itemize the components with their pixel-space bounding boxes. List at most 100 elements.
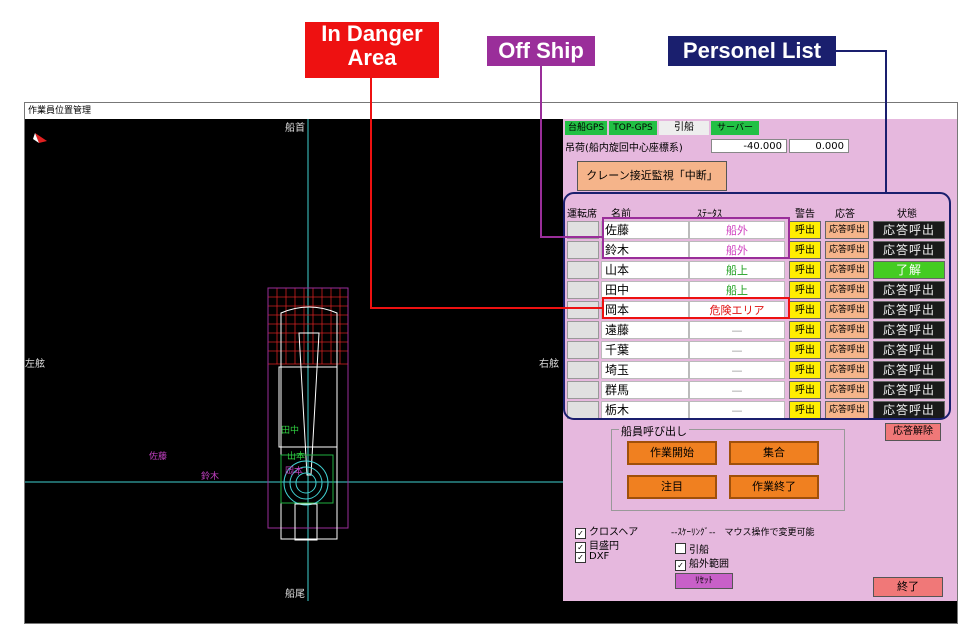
checkbox-checked-icon: ✓ (575, 552, 586, 563)
offship-highlight (602, 217, 790, 259)
attention-button[interactable]: 注目 (627, 475, 717, 499)
response-call-button[interactable]: 応答呼出 (825, 221, 869, 239)
state-indicator: 応答呼出 (873, 361, 945, 379)
call-button[interactable]: 呼出 (789, 321, 821, 339)
response-call-button[interactable]: 応答呼出 (825, 301, 869, 319)
personnel-list: 運転席 名前 ｽﾃｰﾀｽ 警告 応答 状態 佐藤船外呼出応答呼出応答呼出鈴木船外… (563, 195, 955, 421)
table-row: 埼玉—呼出応答呼出応答呼出 (567, 361, 951, 379)
work-start-button[interactable]: 作業開始 (627, 441, 717, 465)
list-header: 運転席 名前 ｽﾃｰﾀｽ 警告 応答 状態 (567, 205, 951, 220)
call-button[interactable]: 呼出 (789, 341, 821, 359)
bow-label: 船首 (285, 123, 305, 134)
window-title: 作業員位置管理 (25, 103, 957, 119)
table-row: 群馬—呼出応答呼出応答呼出 (567, 381, 951, 399)
seat-button[interactable] (567, 261, 599, 279)
call-button[interactable]: 呼出 (789, 381, 821, 399)
assemble-button[interactable]: 集合 (729, 441, 819, 465)
reset-button[interactable]: ﾘｾｯﾄ (675, 573, 733, 589)
response-call-button[interactable]: 応答呼出 (825, 241, 869, 259)
person-name: 鈴木 (601, 241, 689, 259)
dxf-checkbox[interactable]: ✓DXF (575, 551, 609, 563)
release-response-button[interactable]: 応答解除 (885, 423, 941, 441)
work-end-button[interactable]: 作業終了 (729, 475, 819, 499)
coord-x-field[interactable]: -40.000 (711, 139, 787, 153)
call-button[interactable]: 呼出 (789, 361, 821, 379)
offship-range-checkbox[interactable]: ✓船外範囲 (675, 555, 729, 571)
header-name: 名前 (611, 209, 631, 220)
state-indicator: 応答呼出 (873, 281, 945, 299)
callout-danger-line2: Area (347, 45, 397, 70)
ship-map-svg (25, 119, 563, 601)
app-window: 作業員位置管理 (24, 102, 958, 624)
state-indicator: 応答呼出 (873, 301, 945, 319)
map-person-tanaka[interactable]: 田中 (281, 426, 300, 436)
personnel-list-outline (563, 192, 951, 420)
table-row: 鈴木船外呼出応答呼出応答呼出 (567, 241, 951, 259)
state-indicator: 応答呼出 (873, 401, 945, 419)
response-call-button[interactable]: 応答呼出 (825, 321, 869, 339)
state-indicator: 応答呼出 (873, 341, 945, 359)
response-call-button[interactable]: 応答呼出 (825, 281, 869, 299)
person-name: 佐藤 (601, 221, 689, 239)
tab-tug[interactable]: 引船 (659, 121, 709, 135)
seat-button[interactable] (567, 301, 599, 319)
person-status: 船上 (689, 281, 785, 299)
off-ship-callout: Off Ship (487, 36, 595, 66)
call-button[interactable]: 呼出 (789, 281, 821, 299)
seat-button[interactable] (567, 381, 599, 399)
state-indicator: 応答呼出 (873, 321, 945, 339)
in-danger-area-callout: In Danger Area (305, 22, 439, 78)
ship-outline (280, 306, 338, 540)
header-alert: 警告 (795, 209, 815, 220)
map-person-yamamoto[interactable]: 山本 (287, 452, 306, 462)
seat-button[interactable] (567, 241, 599, 259)
person-status: 船外 (689, 241, 785, 259)
tab-barge-gps[interactable]: 台船GPS (565, 121, 607, 135)
stern-block (294, 503, 318, 541)
header-status: ｽﾃｰﾀｽ (697, 209, 722, 220)
person-name: 埼玉 (601, 361, 689, 379)
tab-server[interactable]: サーバー (711, 121, 759, 135)
call-button[interactable]: 呼出 (789, 261, 821, 279)
person-name: 群馬 (601, 381, 689, 399)
callout-danger-line1: In Danger (321, 21, 423, 46)
seat-button[interactable] (567, 361, 599, 379)
scaling-label: --ｽｹｰﾘﾝｸﾞ-- マウス操作で変更可能 (671, 528, 815, 538)
seat-button[interactable] (567, 341, 599, 359)
seat-button[interactable] (567, 221, 599, 239)
tug-checkbox[interactable]: 引船 (675, 541, 709, 556)
header-seat: 運転席 (567, 209, 597, 220)
header-response: 応答 (835, 209, 855, 220)
person-status: 危険エリア (689, 301, 785, 319)
map-person-sato[interactable]: 佐藤 (149, 452, 168, 462)
crosshair-checkbox[interactable]: ✓クロスヘア (575, 523, 638, 539)
checkbox-unchecked-icon (675, 543, 686, 554)
response-call-button[interactable]: 応答呼出 (825, 261, 869, 279)
seat-button[interactable] (567, 321, 599, 339)
seat-button[interactable] (567, 281, 599, 299)
ship-map-canvas[interactable]: 船首 船尾 左舷 右舷 田中 山本 岡本 佐藤 鈴木 (25, 119, 563, 601)
crane-monitor-button[interactable]: クレーン接近監視「中断」 (577, 161, 727, 191)
exit-button[interactable]: 終了 (873, 577, 943, 597)
tab-top-gps[interactable]: TOP-GPS (609, 121, 657, 135)
coord-y-field[interactable]: 0.000 (789, 139, 849, 153)
table-row: 岡本危険エリア呼出応答呼出応答呼出 (567, 301, 951, 319)
state-indicator: 応答呼出 (873, 381, 945, 399)
person-name: 遠藤 (601, 321, 689, 339)
offship-range-rect (267, 287, 349, 529)
crane-boom (298, 332, 320, 476)
response-call-button[interactable]: 応答呼出 (825, 341, 869, 359)
crew-call-group (611, 429, 845, 511)
state-indicator: 応答呼出 (873, 241, 945, 259)
offship-leader (540, 66, 603, 238)
map-person-suzuki[interactable]: 鈴木 (201, 472, 220, 482)
response-call-button[interactable]: 応答呼出 (825, 381, 869, 399)
response-call-button[interactable]: 応答呼出 (825, 361, 869, 379)
checkbox-checked-icon: ✓ (675, 560, 686, 571)
person-name: 山本 (601, 261, 689, 279)
call-button[interactable]: 呼出 (789, 241, 821, 259)
crane-circle-1 (283, 460, 329, 506)
map-person-okamoto[interactable]: 岡本 (285, 467, 304, 477)
deck-box (278, 366, 338, 448)
